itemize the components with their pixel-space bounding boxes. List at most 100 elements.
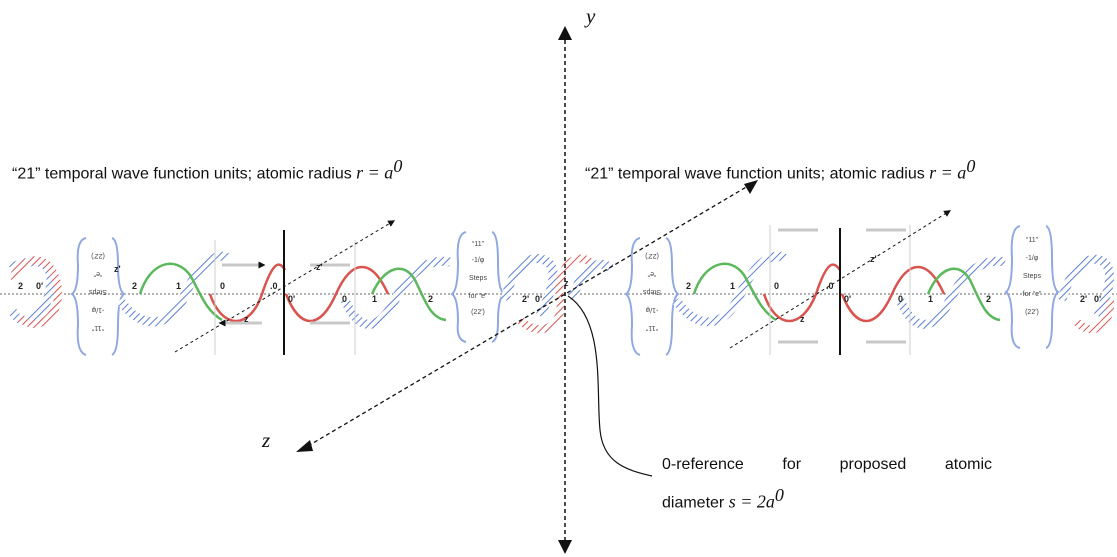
annotation-line-2-math: s = 2a xyxy=(728,491,775,512)
bracket-text-2: -1/φ xyxy=(1026,255,1039,262)
caption-left: “21” temporal wave function units; atomi… xyxy=(12,156,402,183)
z-axis xyxy=(307,185,749,447)
bracket-text-4: -1/φ xyxy=(645,306,658,313)
tick-number: 1 xyxy=(176,281,181,291)
tick-number: z' xyxy=(316,262,323,272)
bracket-text-4: for “e” xyxy=(1023,291,1042,298)
annotation-leader-line xyxy=(567,295,653,477)
tick-number: 0' xyxy=(1094,294,1101,304)
bracket-left xyxy=(70,237,87,356)
caption-right: “21” temporal wave function units; atomi… xyxy=(585,156,975,183)
zero-reference-annotation: 0-reference for proposed atomic diameter… xyxy=(662,450,992,518)
tick-number: 1 xyxy=(928,294,933,304)
bracket-text-2: “e” xyxy=(93,270,102,277)
annotation-line-2-text: diameter xyxy=(662,494,729,512)
tick-number: 0 xyxy=(898,294,903,304)
bracket-text-1: “11” xyxy=(472,241,485,248)
annotation-line-2-sup: 0 xyxy=(774,485,784,505)
bracket-text-5: (22') xyxy=(471,309,485,316)
wave-green xyxy=(926,267,1001,322)
bracket-text-1: “11” xyxy=(1026,237,1039,244)
caption-left-sup: 0 xyxy=(393,156,403,176)
annotation-line-2: diameter s = 2a0 xyxy=(662,480,992,518)
z-axis-near-arrow-icon xyxy=(296,440,313,452)
bracket-text-3: Steps xyxy=(1023,273,1041,280)
tick-number: .0 xyxy=(270,281,278,291)
tick-number: z xyxy=(564,278,569,288)
bracket-text-1: (22') xyxy=(645,252,659,259)
tick-number: 1 xyxy=(372,294,377,304)
wave-strip-left: (22') “e” Steps -1/φ “11” 2 0' 2 1 xyxy=(0,220,1117,356)
bracket-right-b xyxy=(1004,225,1021,349)
tick-number: 2 xyxy=(428,294,433,304)
wave-blue-hatched xyxy=(567,259,616,302)
wave-red-hatched xyxy=(517,254,593,334)
wave-green xyxy=(370,267,447,322)
tick-number: 2' xyxy=(522,294,529,304)
z-axis-far-arrow-icon xyxy=(744,180,758,194)
bracket-center-text: “11” -1/φ Steps for “e” (22') xyxy=(469,241,488,316)
y-axis-down-arrow-icon xyxy=(558,540,572,554)
tick-number: 0 xyxy=(342,294,347,304)
bracket-text-2: -1/φ xyxy=(472,257,485,264)
caption-right-sup: 0 xyxy=(966,156,976,176)
bracket-text-5: (22') xyxy=(1025,309,1039,316)
tick-number: z xyxy=(244,314,249,324)
tick-number: 0 xyxy=(220,281,225,291)
bracket-center xyxy=(450,231,467,343)
caption-left-text: “21” temporal wave function units; atomi… xyxy=(12,165,357,183)
bracket-text-4: -1/φ xyxy=(91,306,104,313)
tick-number: 2 xyxy=(986,294,991,304)
bracket-left-text: (22') “e” Steps -1/φ “11” xyxy=(89,252,107,331)
bracket-text-2: “e” xyxy=(647,270,656,277)
wave-blue-hatched xyxy=(500,254,558,319)
bracket-right-b-text: “11” -1/φ Steps for “e” (22') xyxy=(1023,237,1042,316)
tick-number: 2 xyxy=(18,281,23,291)
wave-green xyxy=(692,262,777,322)
wave-blue-hatched xyxy=(895,256,1006,329)
y-axis-up-arrow-icon xyxy=(558,26,572,40)
caption-left-math: r = a xyxy=(356,162,394,183)
wave-blue-hatched xyxy=(116,251,231,327)
wave-blue-hatched xyxy=(672,251,787,327)
tick-number: 1 xyxy=(730,281,735,291)
z-axis-label: z xyxy=(262,428,271,452)
tick-number: 0' xyxy=(36,281,43,291)
wave-red xyxy=(762,263,841,323)
axis-numbers-left: 2 0' 2 1 0 .0 0' 0 1 2 2' 0' z' z' z z xyxy=(18,262,569,324)
wave-blue-hatched xyxy=(340,256,451,329)
tick-number: 0' xyxy=(535,294,542,304)
bracket-text-5: “11” xyxy=(645,324,658,331)
wave-red xyxy=(284,265,390,323)
tick-number: 0' xyxy=(288,294,295,304)
tick-number: z' xyxy=(114,264,121,274)
bracket-text-5: “11” xyxy=(91,324,104,331)
bracket-text-3: Steps xyxy=(89,288,107,295)
tick-number: .0 xyxy=(826,281,834,291)
bracket-text-4: for “e” xyxy=(469,293,488,300)
bracket-text-3: Steps xyxy=(643,288,661,295)
wave-green xyxy=(138,262,223,322)
bracket-text-3: Steps xyxy=(469,275,487,282)
tick-number: z' xyxy=(870,254,877,264)
wave-red-hatched xyxy=(8,256,63,328)
caption-right-text: “21” temporal wave function units; atomi… xyxy=(585,165,930,183)
y-axis-label: y xyxy=(586,4,596,28)
wave-red xyxy=(208,263,287,323)
wave-blue-hatched xyxy=(1057,254,1114,319)
tick-number: 2' xyxy=(1080,294,1087,304)
tick-number: 0' xyxy=(844,294,851,304)
wave-red-hatched xyxy=(1071,299,1115,334)
bracket-text-1: (22') xyxy=(91,252,105,259)
tick-number: z xyxy=(800,314,805,324)
main-axes xyxy=(296,26,758,554)
tick-number: 2 xyxy=(686,281,691,291)
bracket-right-a xyxy=(624,237,641,356)
tick-number: 0 xyxy=(774,281,779,291)
wave-strip-right: (22') “e” Steps -1/φ “11” 2 1 0 .0 0' 0 … xyxy=(624,210,1115,356)
annotation-line-1: 0-reference for proposed atomic xyxy=(662,456,992,473)
bracket-right-text: (22') “e” Steps -1/φ “11” xyxy=(643,252,661,331)
wave-red xyxy=(840,265,946,323)
tick-number: 2 xyxy=(132,281,137,291)
